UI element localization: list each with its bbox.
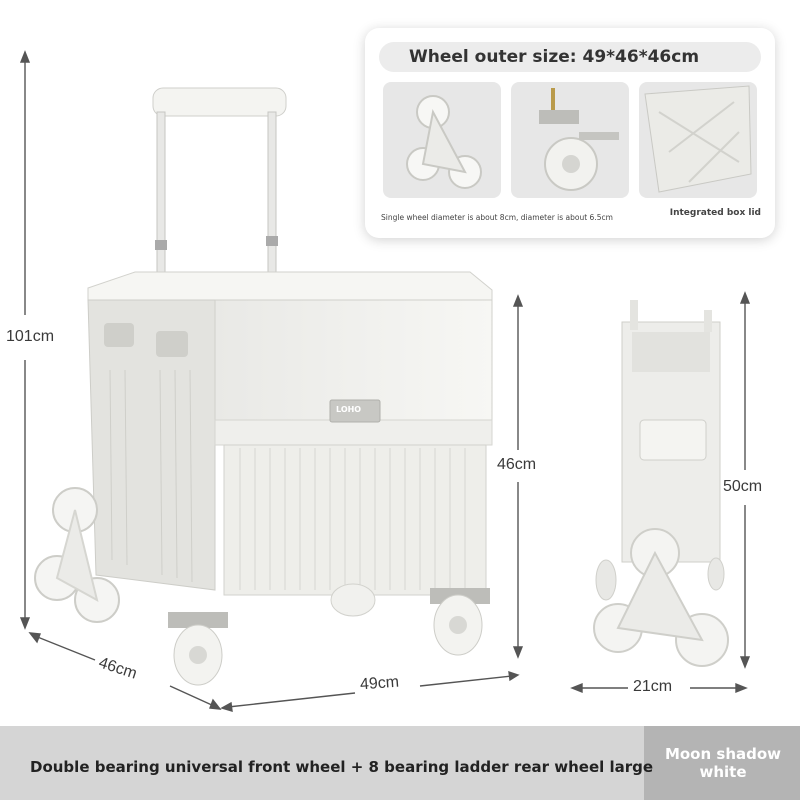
stair-wheel-thumbnail (383, 82, 501, 198)
caster-wheel-thumbnail (511, 82, 629, 198)
lid-icon (644, 85, 752, 193)
wheel-info-card: Wheel outer size: 49*46*46cm Single whee… (365, 28, 775, 238)
folded-depth-label: 21cm (633, 678, 673, 695)
feature-text: Double bearing universal front wheel + 8… (30, 758, 654, 776)
brand-logo: LOHO (336, 405, 362, 414)
color-name: Moon shadow white (664, 745, 782, 781)
folded-height-label: 50cm (723, 478, 763, 495)
total-height-label: 101cm (6, 328, 55, 345)
wheel-size-title: Wheel outer size: 49*46*46cm (379, 42, 761, 72)
box-height-label: 46cm (497, 456, 537, 473)
lid-caption: Integrated box lid (669, 208, 761, 218)
front-wheel-left (168, 612, 228, 686)
stair-wheel-icon (406, 95, 482, 189)
color-swatch-panel (644, 726, 800, 800)
front-wheel-right (430, 588, 490, 656)
stair-wheels (34, 487, 120, 623)
lid-thumbnail (639, 82, 757, 198)
wheel-diameter-caption: Single wheel diameter is about 8cm, diam… (381, 213, 613, 222)
caster-wheel-icon (539, 88, 619, 191)
